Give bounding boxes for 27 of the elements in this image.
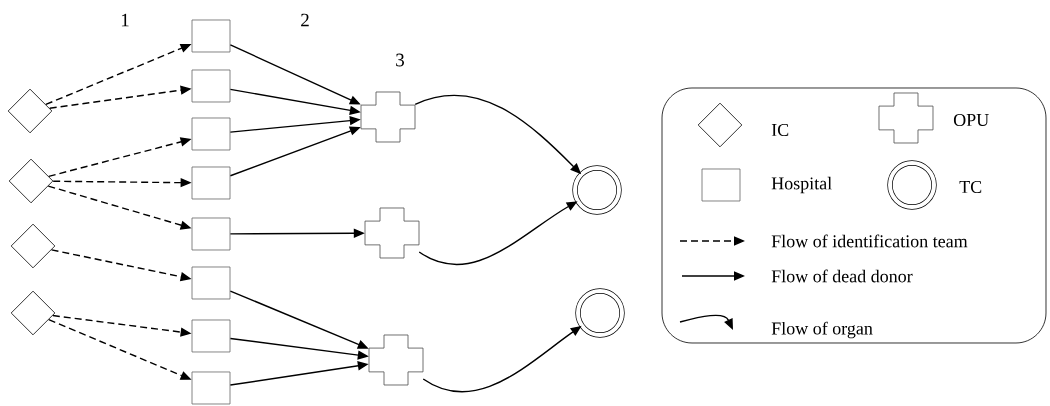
legend-text: OPU: [953, 113, 989, 127]
double-circle: [575, 288, 625, 338]
hospital-box: [191, 166, 231, 200]
stage-number: 3: [396, 53, 404, 67]
hospital-box: [191, 117, 231, 151]
stage-number: 2: [301, 13, 309, 27]
legend-text: IC: [771, 123, 789, 137]
legend-text: Hospital: [771, 176, 832, 194]
legend-text: Flow of identification team: [771, 234, 968, 248]
legend-text: Flow of organ: [771, 321, 873, 339]
legend-text: Flow of dead donor: [771, 269, 913, 283]
cross-shape: [364, 207, 420, 259]
hospital-box: [191, 319, 231, 353]
double-circle: [572, 165, 622, 215]
hospital-box: [191, 19, 231, 53]
diamond-shape: [7, 88, 53, 134]
hospital-box: [191, 69, 231, 103]
legend-text: TC: [959, 180, 982, 194]
diamond-shape: [10, 290, 56, 336]
cross-shape: [368, 334, 424, 386]
diamond-shape: [10, 223, 56, 269]
cross-shape: [360, 91, 416, 143]
stage-number: 1: [121, 13, 129, 27]
hospital-box: [191, 217, 231, 251]
hospital-box: [191, 266, 231, 300]
diamond-shape: [8, 158, 54, 204]
hospital-box: [191, 371, 231, 405]
